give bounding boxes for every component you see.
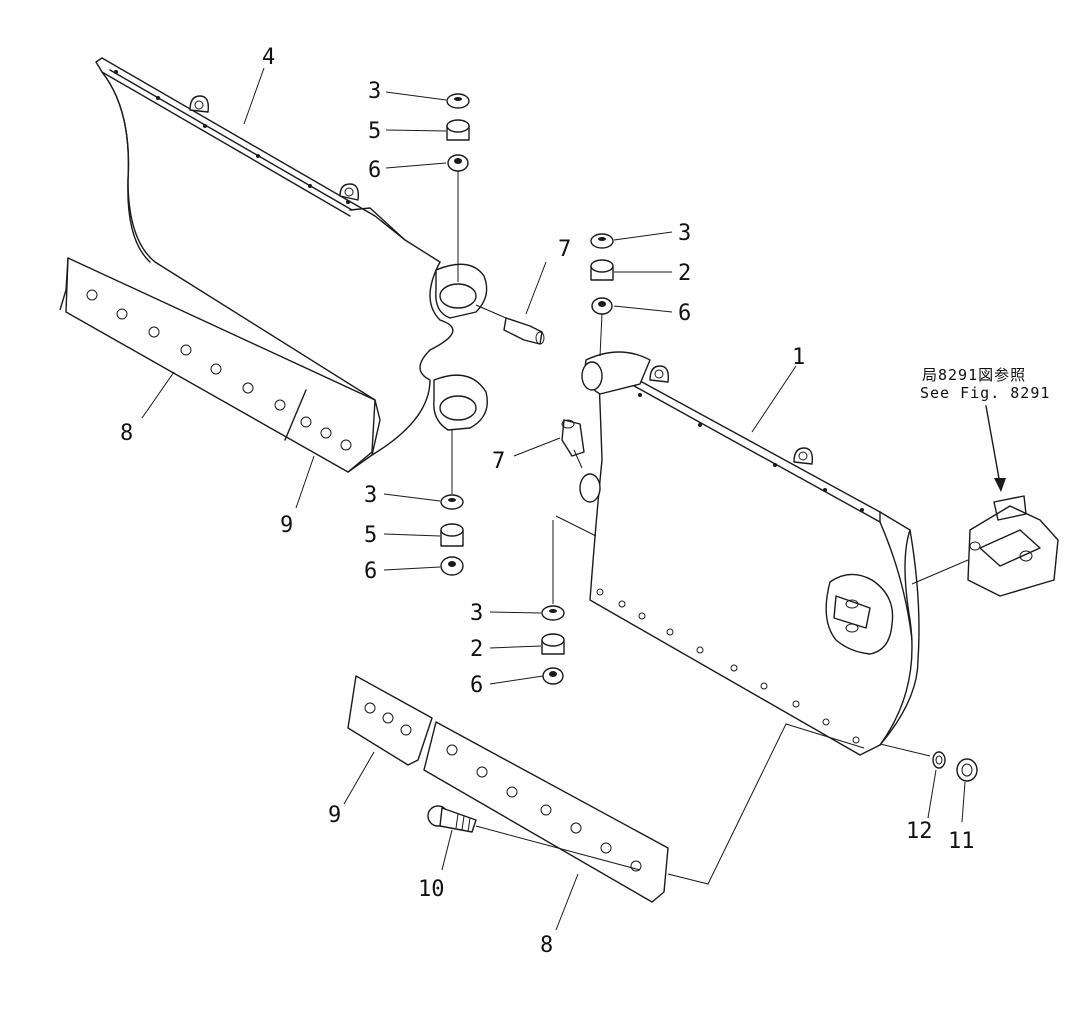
callout-3: 3 — [364, 483, 377, 508]
callout-5: 5 — [368, 119, 381, 144]
callout-2: 2 — [678, 261, 691, 286]
callout-3: 3 — [678, 221, 691, 246]
callout-12: 12 — [906, 819, 933, 844]
callout-9: 9 — [280, 513, 293, 538]
reference-fitting — [967, 495, 1059, 597]
assembly-lines — [451, 171, 969, 885]
right-upper-stack — [590, 233, 614, 315]
left-cutting-edge — [65, 257, 376, 473]
callout-3: 3 — [368, 79, 381, 104]
callout-3: 3 — [470, 601, 483, 626]
right-blade — [579, 351, 920, 756]
reference-note: 局8291図参照 See Fig. 8291 — [920, 366, 1050, 402]
right-lower-stack — [541, 605, 565, 685]
right-cutting-edge — [423, 721, 669, 903]
callout-6: 6 — [678, 301, 691, 326]
callout-8: 8 — [120, 421, 133, 446]
callout-8: 8 — [540, 933, 553, 958]
left-hinge-brackets — [433, 263, 488, 431]
plow-bolt — [427, 805, 477, 833]
leader-lines — [141, 67, 1006, 931]
left-lower-stack — [440, 494, 464, 576]
callout-1: 1 — [792, 345, 805, 370]
callout-10: 10 — [418, 877, 445, 902]
right-end-bit — [347, 675, 433, 766]
callout-6: 6 — [364, 559, 377, 584]
grease-nipple-upper — [503, 317, 545, 345]
callout-11: 11 — [948, 829, 975, 854]
callout-6: 6 — [470, 673, 483, 698]
reference-note-jp: 局8291図参照 — [922, 366, 1026, 384]
callout-7: 7 — [492, 449, 505, 474]
callout-5: 5 — [364, 523, 377, 548]
callout-4: 4 — [262, 45, 275, 70]
callout-2: 2 — [470, 637, 483, 662]
callout-labels: 4 3 5 6 7 3 2 6 1 8 7 3 9 5 6 3 2 6 9 12… — [120, 45, 975, 958]
callout-7: 7 — [558, 237, 571, 262]
callout-6: 6 — [368, 158, 381, 183]
left-upper-stack — [446, 93, 470, 172]
nut-washer — [932, 751, 978, 782]
grease-nipple-lower — [561, 419, 585, 457]
callout-9: 9 — [328, 803, 341, 828]
reference-note-en: See Fig. 8291 — [920, 384, 1050, 402]
